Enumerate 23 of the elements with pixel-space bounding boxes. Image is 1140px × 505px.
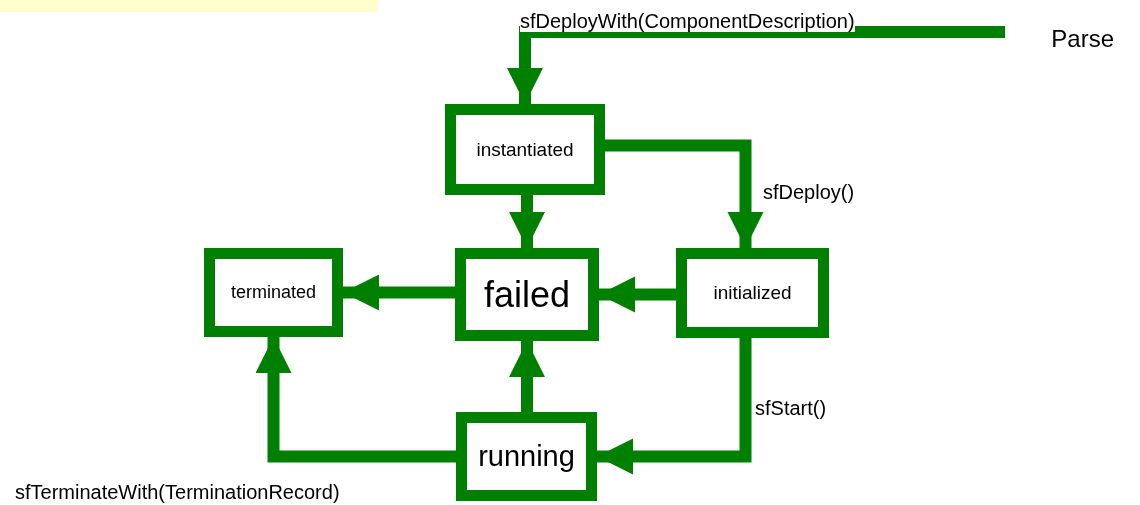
transition-arrow — [597, 338, 752, 475]
state-name: running — [478, 440, 575, 473]
state-name: instantiated — [476, 138, 574, 161]
state-name: initialized — [713, 282, 792, 304]
state-box — [204, 248, 343, 337]
edge-label: sfStart() — [755, 397, 827, 419]
state-label: Parse — [1005, 22, 1114, 56]
edge-label: sfDeploy() — [763, 181, 855, 203]
state-name: failed — [483, 273, 571, 316]
edge-label: sfDeployWith(ComponentDescription) — [520, 10, 855, 32]
transition-arrow — [509, 195, 545, 248]
transition-arrow — [255, 337, 456, 463]
transition-arrow — [343, 274, 455, 311]
state-box — [445, 104, 605, 195]
edge-label: sfTerminateWith(TerminationRecord) — [15, 481, 340, 503]
state-name: terminated — [230, 282, 316, 303]
state-box — [455, 248, 599, 341]
transition-arrow — [509, 341, 545, 412]
state-box — [456, 412, 597, 501]
transition-arrow — [605, 139, 764, 248]
transition-arrow — [507, 26, 1005, 104]
state-box — [676, 248, 829, 338]
transition-arrow — [599, 276, 676, 313]
